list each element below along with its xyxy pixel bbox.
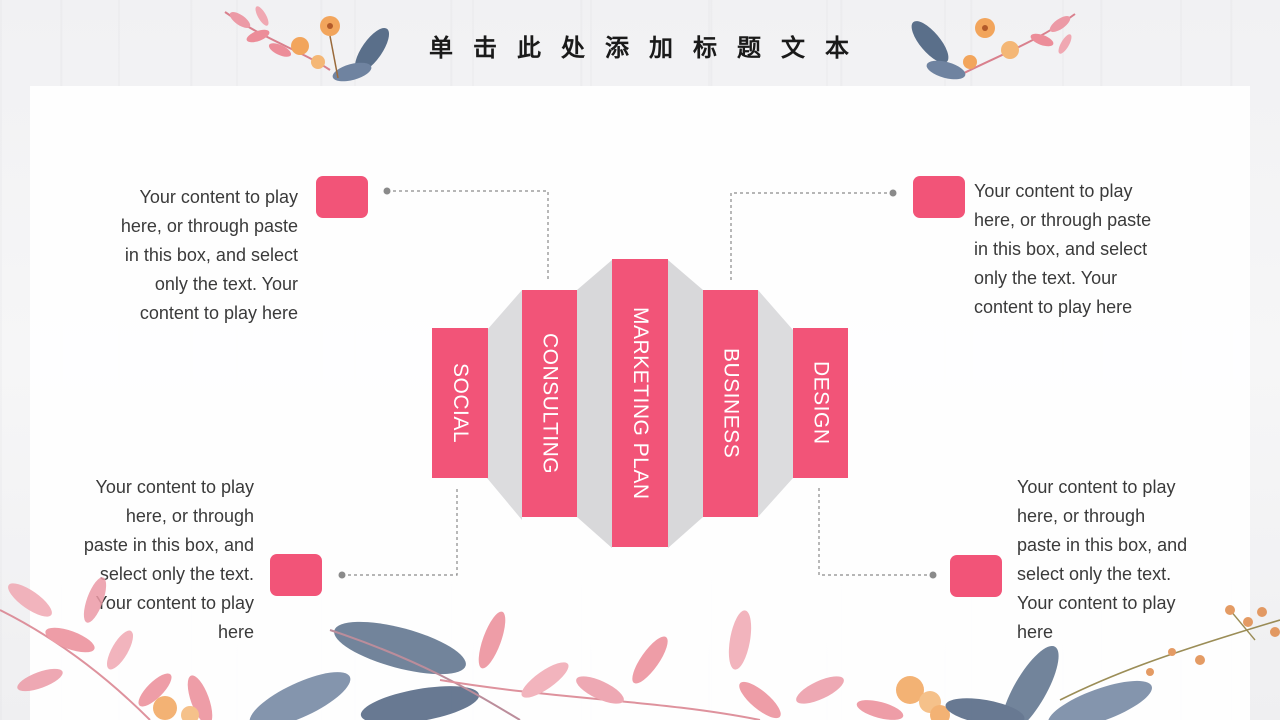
connector-dot	[338, 571, 346, 579]
bar-shadow	[758, 290, 793, 517]
bar-business[interactable]: BUSINESS	[703, 290, 758, 517]
marker-bottom-left	[270, 554, 322, 596]
text-line: Your content to play	[974, 181, 1133, 201]
text-line: here, or through paste	[974, 210, 1152, 230]
marker-top-left	[316, 176, 368, 218]
bar-shadow	[487, 290, 522, 520]
text-line: here, or through	[125, 506, 254, 526]
text-line: here, or through	[1017, 506, 1146, 526]
bar-label: CONSULTING	[538, 332, 562, 475]
text-line: Your content to play	[1017, 477, 1176, 497]
text-line: only the text. Your	[974, 268, 1118, 288]
text-line: content to play here	[974, 297, 1133, 317]
text-line: here	[217, 622, 254, 642]
text-line: select only the text.	[99, 564, 254, 584]
text-line: Your content to play	[1017, 593, 1176, 613]
text-line: Your content to play	[139, 187, 298, 207]
connector-dot	[383, 187, 391, 195]
text-line: Your content to play	[95, 477, 254, 497]
text-line: paste in this box, and	[1017, 535, 1188, 555]
bar-marketing-plan[interactable]: MARKETING PLAN	[612, 259, 668, 547]
floral-corner-top-left-icon	[224, 6, 390, 82]
text-line: in this box, and select	[124, 245, 298, 265]
marker-top-right	[913, 176, 965, 218]
text-line: content to play here	[139, 303, 298, 323]
connector-line-top-right	[730, 192, 893, 280]
text-line: in this box, and select	[974, 239, 1148, 259]
text-line: Your content to play	[95, 593, 254, 613]
bar-label: MARKETING PLAN	[629, 306, 652, 500]
text-line: select only the text.	[1017, 564, 1172, 584]
text-line: here, or through paste	[120, 216, 298, 236]
text-line: paste in this box, and	[83, 535, 254, 555]
text-block-top-left[interactable]: Your content to play here, or through pa…	[60, 183, 298, 328]
bar-shadow	[668, 260, 703, 548]
text-block-top-right[interactable]: Your content to play here, or through pa…	[974, 177, 1214, 322]
text-block-bottom-right[interactable]: Your content to play here, or through pa…	[1017, 473, 1237, 647]
bar-social[interactable]: SOCIAL	[432, 328, 488, 478]
bar-label: SOCIAL	[449, 362, 472, 444]
connector-dot	[889, 189, 897, 197]
bar-consulting[interactable]: CONSULTING	[522, 290, 577, 517]
bar-shadow	[577, 260, 612, 548]
marker-bottom-right	[950, 555, 1002, 597]
bar-design[interactable]: DESIGN	[793, 328, 848, 478]
text-line: here	[1017, 622, 1054, 642]
bar-label: DESIGN	[809, 361, 833, 445]
text-block-bottom-left[interactable]: Your content to play here, or through pa…	[40, 473, 254, 647]
connector-line-bottom-right	[818, 488, 933, 576]
connector-dot	[929, 571, 937, 579]
bar-label: BUSINESS	[719, 348, 743, 459]
slide-title[interactable]: 单击此处添加标题文本	[429, 34, 869, 62]
text-line: only the text. Your	[154, 274, 298, 294]
connector-line-bottom-left	[342, 488, 458, 576]
floral-corner-top-right-icon	[911, 13, 1076, 80]
